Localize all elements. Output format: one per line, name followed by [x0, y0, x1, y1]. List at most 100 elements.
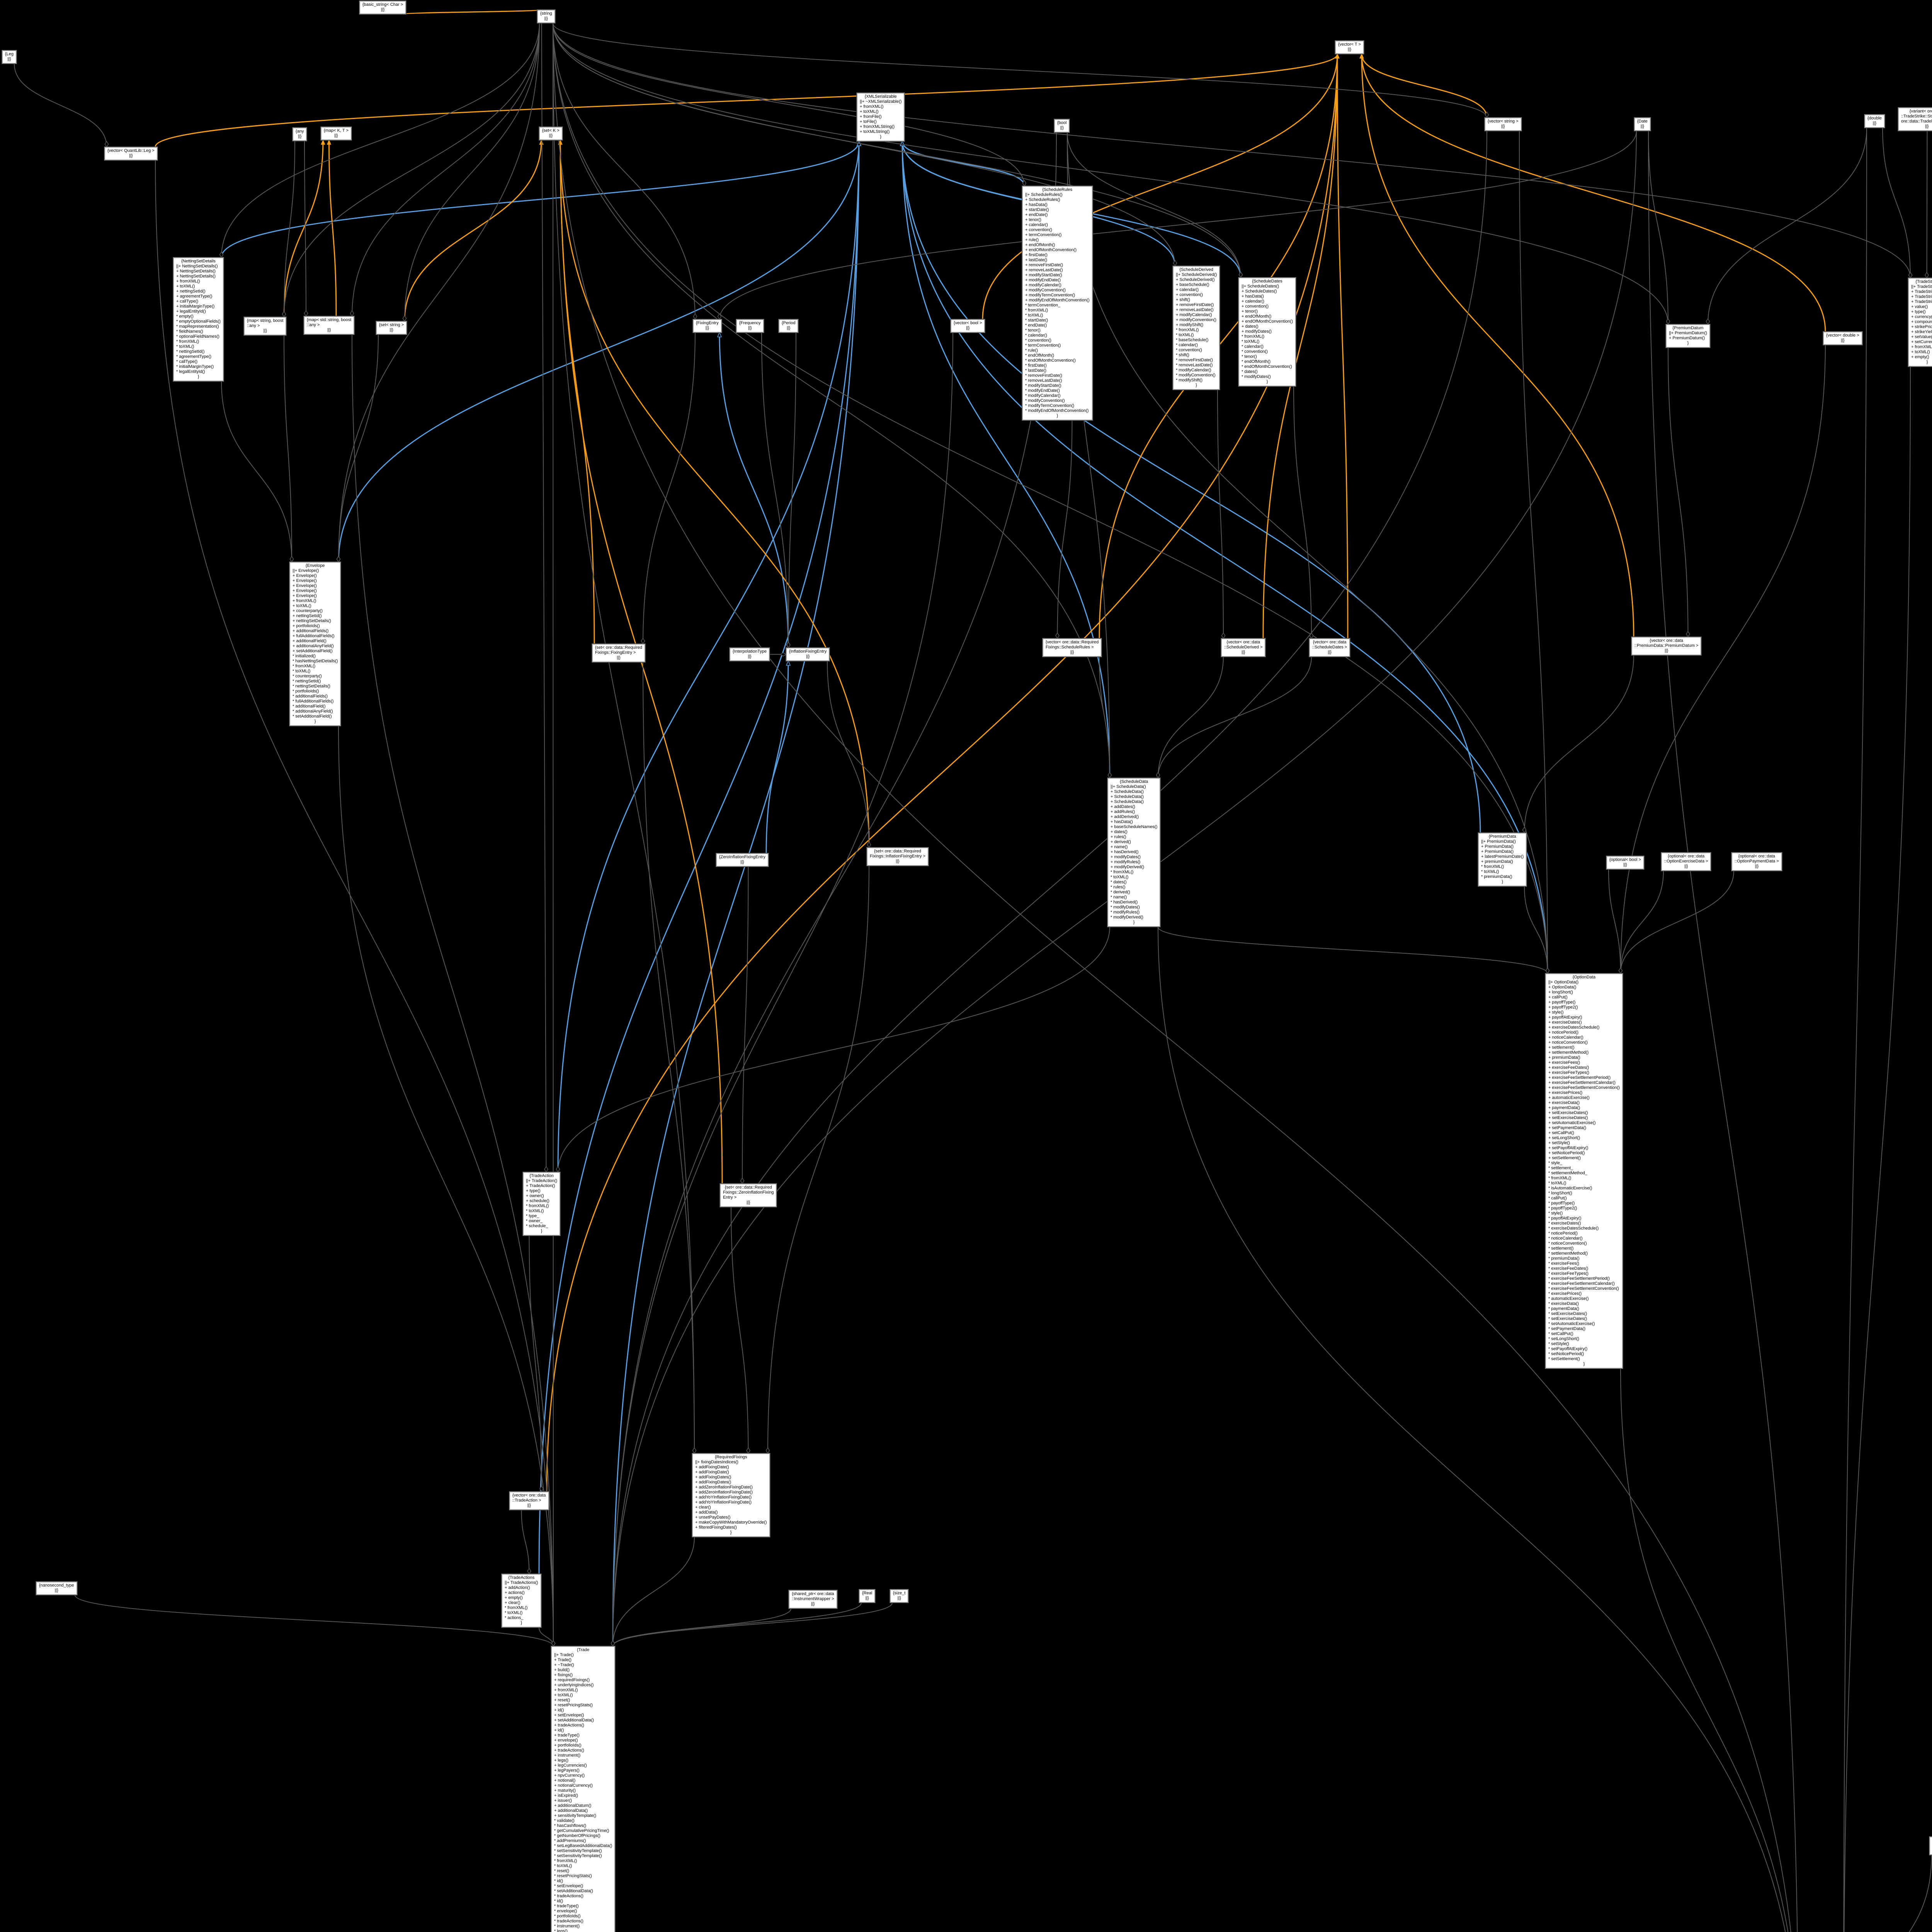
class-node-date[interactable]: {Date||} [1634, 117, 1651, 131]
class-member: + setAdditionalField() [293, 649, 333, 653]
class-node-vector_bool[interactable]: {vector< bool >||} [950, 319, 986, 333]
class-node-vector_T[interactable]: {vector< T >||} [1335, 40, 1364, 54]
class-node-trade[interactable]: {Trade||+ Trade()+ Trade()+ ~Trade()+ bu… [550, 1646, 616, 1932]
class-node-schedule_rules[interactable]: {ScheduleRules||+ ScheduleRules()+ Sched… [1022, 185, 1093, 421]
edge-inheritance [902, 141, 1481, 833]
class-member: * addPremiums() [554, 1838, 586, 1843]
class-member: * toXML() [1025, 313, 1043, 318]
class-node-sp_underlying[interactable]: {shared_ptr< ore::data::Underlying >||} [1929, 1836, 1932, 1855]
class-node-map_kt[interactable]: {map< K, T >||} [320, 126, 352, 141]
class-node-premium_data[interactable]: {PremiumData||+ PremiumData()+ PremiumDa… [1477, 832, 1527, 887]
class-node-vector_scheduledates[interactable]: {vector< ore::data::ScheduleDates >||} [1308, 638, 1351, 657]
class-member: * premiumData() [1481, 874, 1512, 879]
class-member: * id() [554, 1899, 563, 1903]
class-node-size_t[interactable]: {size_t||} [889, 1589, 909, 1603]
class-member: } [1056, 413, 1058, 418]
class-node-trade_strike[interactable]: {TradeStrike||+ TradeStrike()+ TradeStri… [1908, 277, 1932, 367]
class-member: * settlementMethod() [1548, 1251, 1588, 1256]
class-member: * calendar() [1176, 343, 1198, 347]
class-node-basic_string[interactable]: {basic_string< Char >||} [359, 0, 407, 15]
class-member: * premiumData() [1548, 1256, 1580, 1261]
class-member: * schedule_ [526, 1224, 548, 1228]
class-node-fixing_entry[interactable]: {FixingEntry||} [692, 319, 722, 333]
class-node-interpolation_type[interactable]: {InterpolationType||} [729, 647, 770, 662]
class-node-envelope[interactable]: {Envelope||+ Envelope()+ Envelope()+ Env… [289, 561, 342, 726]
class-node-xmlser[interactable]: {XMLSerializable||+ ~XMLSerializable()+ … [856, 92, 905, 142]
class-node-set_string[interactable]: {set< string >||} [375, 321, 408, 335]
class-node-schedule_derived[interactable]: {ScheduleDerived||+ ScheduleDerived()+ S… [1172, 265, 1221, 390]
class-member: + exerciseFeeSettlementConvention() [1548, 1085, 1620, 1090]
class-node-schedule_data[interactable]: {ScheduleData||+ ScheduleData()+ Schedul… [1107, 777, 1161, 927]
class-member: + latestPremiumDate() [1481, 854, 1524, 859]
class-member: * payoffAtExpiry() [1548, 1216, 1582, 1221]
class-member: + tradeType() [554, 1733, 580, 1738]
class-node-instrument_wrapper[interactable]: {shared_ptr< ore::data::InstrumentWrappe… [788, 1590, 838, 1609]
class-member: + setAutomaticExercise() [1548, 1121, 1596, 1125]
class-member: + nettingSetDetails() [293, 619, 331, 623]
class-member: + setValue() [1911, 335, 1932, 339]
class-node-required_fixings[interactable]: {RequiredFixings||+ fixingDatesIndices()… [692, 1453, 770, 1537]
class-node-nettingsetdetails[interactable]: {NettingSetDetails||+ NettingSetDetails(… [173, 257, 224, 382]
edge-usage [1156, 656, 1224, 779]
class-node-zeroinflation_fixingentry[interactable]: {ZeroInflationFixingEntry||} [716, 853, 769, 867]
class-member: * exercisePrices() [1548, 1291, 1582, 1296]
class-node-vector_tradeaction[interactable]: {vector< ore::data::TradeAction >||} [509, 1491, 549, 1510]
class-node-real[interactable]: {Real||} [858, 1589, 876, 1603]
class-node-schedule_dates[interactable]: {ScheduleDates||+ ScheduleDates()+ Sched… [1238, 277, 1296, 387]
class-node-optional_payment[interactable]: {optional< ore::data::OptionPaymentData … [1731, 852, 1782, 871]
edge-usage [611, 131, 1487, 1647]
class-node-period[interactable]: {Period||} [778, 319, 799, 333]
class-node-vector_double[interactable]: {vector< double >||} [1823, 331, 1863, 345]
class-member: * calendar() [1025, 333, 1047, 338]
class-node-nanosecond_type[interactable]: {nanosecond_type||} [36, 1581, 78, 1595]
class-node-map_stdstring_any[interactable]: {map< std::string, boost::any >||} [303, 316, 355, 335]
class-node-vector_premiumdatum[interactable]: {vector< ore::data::PremiumData::Premium… [1631, 636, 1702, 656]
class-member: + additionalDatum() [554, 1803, 592, 1808]
class-node-bool[interactable]: {bool||} [1053, 119, 1070, 133]
class-node-optional_exercise[interactable]: {optional< ore::data::OptionExerciseData… [1660, 852, 1712, 871]
class-node-trade_actions[interactable]: {TradeActions||+ TradeActions()+ addActi… [501, 1573, 542, 1628]
edge-usage [611, 1537, 695, 1647]
edge-usage [352, 334, 556, 1647]
class-member: + PremiumDatum() [1669, 336, 1705, 340]
edge-group [14, 9, 1932, 1932]
class-member: + TradeStrike() [1911, 299, 1932, 304]
class-node-leg[interactable]: {Leg||} [1, 50, 17, 64]
class-member: + nettingSetId() [176, 289, 206, 294]
class-member: ||+ OptionData() [1548, 980, 1579, 985]
class-node-option_data[interactable]: {OptionData||+ OptionData()+ OptionData(… [1545, 973, 1623, 1369]
class-member: + envelope() [554, 1738, 578, 1743]
class-member: + addZeroInflationFixingDate() [695, 1485, 753, 1490]
class-member: ||} [1623, 862, 1627, 867]
class-node-variant_strike[interactable]: {variant< ore::data::TradeStrike::Strike… [1897, 107, 1932, 131]
class-node-trade_action[interactable]: {TradeAction||+ TradeAction()+ TradeActi… [522, 1172, 561, 1236]
class-node-double[interactable]: {double||} [1864, 114, 1885, 128]
class-node-vector_string[interactable]: {vector< string >||} [1484, 117, 1522, 131]
class-node-map_string_any[interactable]: {map< string, boost::any >||} [243, 316, 287, 336]
class-member: + premiumData() [1481, 859, 1513, 864]
class-member: + portfolioIds() [554, 1743, 582, 1748]
class-node-optional_bool[interactable]: {optional< bool >||} [1606, 855, 1645, 870]
class-member: + addAction() [505, 1585, 530, 1590]
class-node-any[interactable]: {any||} [292, 127, 308, 141]
edge-usage [1055, 420, 1073, 639]
class-node-premium_datum[interactable]: {PremiumDatum||+ PremiumDatum()+ Premium… [1665, 324, 1711, 348]
class-member: ||} [1328, 650, 1332, 655]
class-member: ore::data::TradeMonetary > [1901, 119, 1932, 124]
edge-usage [1524, 886, 1550, 974]
class-member: + termConvention() [1025, 233, 1062, 237]
class-node-vector_schedulederived[interactable]: {vector< ore::data::ScheduleDerived >||} [1220, 638, 1266, 657]
class-member: * fromXML() [1242, 334, 1265, 339]
class-node-string[interactable]: {string||} [537, 9, 556, 24]
class-member: + TradeAction() [526, 1184, 555, 1188]
class-node-inflation_fixingentry[interactable]: {InflationFixingEntry||} [785, 647, 830, 662]
class-node-frequency[interactable]: {Frequency||} [736, 319, 764, 333]
class-node-set_k[interactable]: {set< K >||} [539, 126, 563, 141]
class-member: + fromXML() [176, 279, 200, 284]
class-node-vector_leg[interactable]: {vector< QuantLib::Leg >||} [104, 146, 158, 161]
class-member: + sensitivityTemplate() [554, 1813, 597, 1818]
